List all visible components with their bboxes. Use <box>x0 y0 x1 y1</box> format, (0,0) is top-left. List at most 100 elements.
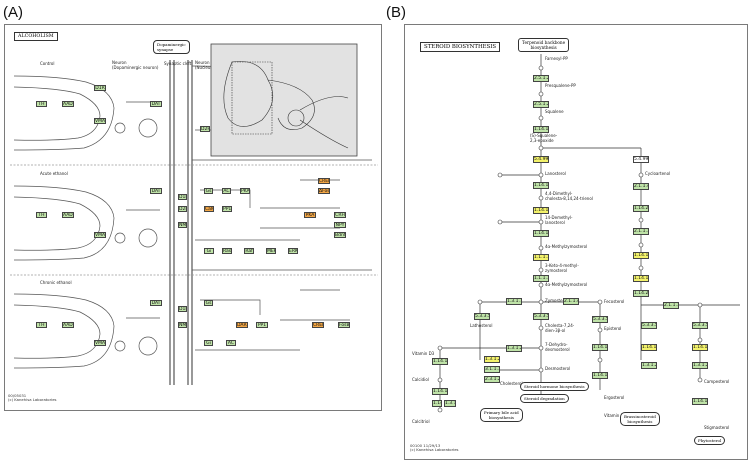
ec-5-4-99-7[interactable]: 5.4.99.7 <box>533 156 549 163</box>
link-steroid-degradation[interactable]: Steroid degradation <box>520 394 569 403</box>
compound-vitamin-d3[interactable]: Vitamin D3 <box>412 351 435 356</box>
gene-gs-acute[interactable]: Gs <box>204 188 213 194</box>
gene-mek-acute[interactable]: MEK <box>266 248 276 254</box>
compound-vitamin-d2[interactable]: Vitamin D2 <box>604 413 627 418</box>
ec-5-3-3-5-c[interactable]: 5.3.3.5 <box>592 316 608 323</box>
gene-aadc-control[interactable]: AADC <box>62 101 74 107</box>
ec-1-14-19-20[interactable]: 1.14.19.20 <box>592 344 608 351</box>
gene-pka-acute[interactable]: PKA <box>240 188 250 194</box>
ec-5-5-1-9[interactable]: 1.14.21.6 <box>633 205 649 212</box>
gene-erk-acute[interactable]: ERK <box>288 248 298 254</box>
compound-stigmasterol[interactable]: Stigmasterol <box>704 425 730 430</box>
ec-1-14-21-6[interactable]: 1.14.21.6 <box>633 290 649 297</box>
ec-5-3-1-9[interactable]: 2.1.1.143 <box>633 228 649 235</box>
compound-lathosterol[interactable]: Lathosterol <box>470 323 493 328</box>
ec-1-3-1-21-d[interactable]: 1.3.1.21 <box>692 362 708 369</box>
ec-1-14-15-15[interactable]: 1.14.15.15 <box>432 358 448 365</box>
gene-dat-acute[interactable]: DAT <box>150 188 162 194</box>
ec-3-1-1-13[interactable]: 3.1.1.13 <box>484 366 500 373</box>
ec-1-14-13-72[interactable]: 1.14.13.72 <box>533 230 549 237</box>
gene-d2r-acute[interactable]: D2R <box>178 206 187 212</box>
gene-nmda-acute[interactable]: NMDA <box>178 222 187 228</box>
compound-demethyl-lanosterol[interactable]: 14-Demethyl- lanosterol <box>545 215 573 225</box>
gene-bdnf-acute[interactable]: Bdnf <box>334 232 346 238</box>
ec-2-3-1-26[interactable]: 2.3.1.26 <box>484 376 500 383</box>
gene-fosb-chronic[interactable]: FosB <box>338 322 350 328</box>
compound-presqualene-pp[interactable]: Presqualene-PP <box>545 83 576 88</box>
gene-vmat-chronic[interactable]: VMAT <box>94 340 106 346</box>
gene-ras-acute[interactable]: Ras <box>222 248 232 254</box>
ec-1-1-1-170[interactable]: 1.1.1.170 <box>533 254 549 261</box>
compound-cholestadienol[interactable]: Cholesta-7,24- dien-3β-ol <box>545 323 575 333</box>
compound-calcidiol[interactable]: Calcidiol <box>412 377 429 382</box>
ec-1-14-13-70[interactable]: 1.14.13.70 <box>533 182 549 189</box>
compound-dehydrodesmosterol[interactable]: 7-Dehydro- desmosterol <box>545 342 570 352</box>
ec-5-3-3-5-e[interactable]: 5.3.3.5 <box>692 322 708 329</box>
gene-vmat-control[interactable]: VMAT <box>94 118 106 124</box>
gene-gs-chronic[interactable]: Gs <box>204 300 213 306</box>
gene-dat-chronic[interactable]: DAT <box>150 300 162 306</box>
gene-camkii-acute[interactable]: CaMK <box>204 206 214 212</box>
dopaminergic-synapse-link[interactable]: Dopaminergic synapse <box>153 40 190 54</box>
gene-creb-acute[interactable]: CREB <box>318 178 330 184</box>
gene-fosb-acute[interactable]: ΔFosB <box>318 188 330 194</box>
compound-keto-methylzymosterol[interactable]: 3-Keto-4-methyl- zymosterol <box>545 263 579 273</box>
compound-farnesyl-pp[interactable]: Farnesyl-PP <box>545 56 568 61</box>
ec-5-3-3-5-b[interactable]: 5.3.3.5 <box>474 313 490 320</box>
ec-2-5-1-21-b[interactable]: 2.5.1.21 <box>533 101 549 108</box>
ec-1-14-19-41[interactable]: 1.14.19.41 <box>592 372 608 379</box>
compound-dimethyl-cholestatrienol[interactable]: 4,4-Dimethyl- cholesta-8,14,24-trienol <box>545 191 593 201</box>
link-phytosterol[interactable]: Phytosterol <box>694 436 726 445</box>
ec-1-3-1-21-c[interactable]: 1.3.1.21 <box>641 362 657 369</box>
compound-zymosterol[interactable]: Zymosterol <box>545 298 568 303</box>
ec-1-14-13-171[interactable]: 1.14.13.171 <box>692 398 708 405</box>
compound-episterol[interactable]: Episterol <box>604 326 622 331</box>
terpenoid-link[interactable]: Terpenoid backbone biosynthesis <box>518 38 570 52</box>
gene-raf-acute[interactable]: Raf <box>244 248 254 254</box>
gene-ac-chronic[interactable]: AC <box>226 340 236 346</box>
gene-gi-chronic[interactable]: Gi <box>204 340 213 346</box>
ec-1-14-13-132[interactable]: 1.14.13.132 <box>533 126 549 133</box>
gene-d2r-control[interactable]: D2R <box>200 126 210 132</box>
compound-calcitriol[interactable]: Calcitriol <box>412 419 430 424</box>
gene-vmat-acute[interactable]: VMAT <box>94 232 106 238</box>
ec-1-14-13-15[interactable]: 1.14.13.15 <box>432 400 442 407</box>
gene-creb-chronic[interactable]: CREB <box>312 322 324 328</box>
gene-nmda-chronic[interactable]: NMDA <box>178 322 187 328</box>
gene-th-control[interactable]: TH <box>36 101 47 107</box>
compound-cholesterol[interactable]: Cholesterol <box>500 381 523 386</box>
ec-2-1-1-41[interactable]: 2.1.1.41 <box>563 298 579 305</box>
gene-pka-nuc-acute[interactable]: PKA <box>304 212 316 218</box>
compound-squalene[interactable]: Squalene <box>545 109 564 114</box>
gene-pp1-chronic[interactable]: PP1 <box>256 322 268 328</box>
ec-1-3-1-21[interactable]: 1.3.1.21 <box>506 345 522 352</box>
gene-pp1-acute[interactable]: PP1 <box>222 206 232 212</box>
compound-methylzymosterol-2[interactable]: 4α-Methylzymosterol <box>545 282 588 287</box>
compound-fecosterol[interactable]: Fecosterol <box>604 299 625 304</box>
compound-squalene-epoxide[interactable]: (S)-Squalene- 2,3-epoxide <box>530 133 558 143</box>
ec-1-14-13-18[interactable]: 1.14.13.18 <box>633 252 649 259</box>
ec-1-3-1-72[interactable]: 1.3.1.72 <box>506 298 522 305</box>
ec-1-14-13-159[interactable]: 1.14.13.159 <box>432 388 448 395</box>
gene-gi-acute[interactable]: Gi <box>204 248 214 254</box>
ec-1-3-1-70[interactable]: 1.14.13.72 <box>533 207 549 214</box>
gene-d1r-acute[interactable]: D1R <box>178 194 187 200</box>
ec-5-4-99-8[interactable]: 5.4.99.8 <box>633 156 649 163</box>
ec-1-14-19-20-y[interactable]: 1.14.19.20 <box>633 275 649 282</box>
ec-2-1-1-143[interactable]: 2.1.1.143 <box>663 302 679 309</box>
gene-dat-control[interactable]: DAT <box>150 101 162 107</box>
gene-th-acute[interactable]: TH <box>36 212 47 218</box>
compound-cycloartenol[interactable]: Cycloartenol <box>645 171 671 176</box>
gene-aadc-acute[interactable]: AADC <box>62 212 74 218</box>
link-brassinosteroid[interactable]: Brassinosteroid biosynthesis <box>620 412 660 426</box>
link-bile-acid[interactable]: Primary bile acid biosynthesis <box>480 408 523 422</box>
ec-1-14-19-20-y3[interactable]: 1.14.19.20 <box>692 344 708 351</box>
gene-ac-acute[interactable]: AC <box>222 188 231 194</box>
compound-methylzymosterol[interactable]: 4α-Methylzymosterol <box>545 244 588 249</box>
gene-dat-control-1[interactable]: D1R <box>94 85 106 91</box>
compound-ergosterol[interactable]: Ergosterol <box>604 395 625 400</box>
compound-desmosterol[interactable]: Desmosterol <box>545 366 571 371</box>
ec-2-1-1-41-b[interactable]: 2.1.1.41 <box>633 183 649 190</box>
gene-th-chronic[interactable]: TH <box>36 322 47 328</box>
